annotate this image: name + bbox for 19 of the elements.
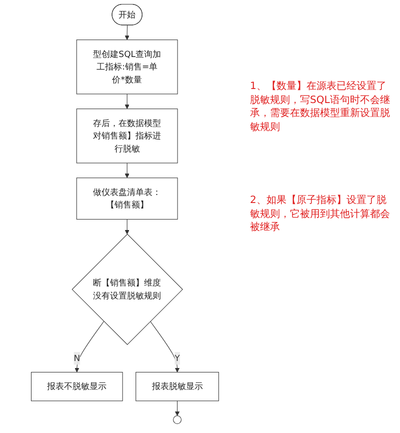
edge-label: N xyxy=(74,353,80,364)
note-text: 1、【数量】在源表已经设置了脱敏规则，写SQL语句时不会继承，需要在数据模型重新设置脱敏规则 xyxy=(250,80,391,134)
node-circle xyxy=(173,416,182,424)
node-box xyxy=(76,178,178,220)
arrow xyxy=(150,321,180,372)
note-text: 2、如果【原子指标】设置了脱敏规则，它被用到其他计算都会被继承 xyxy=(250,194,391,234)
node-diamond xyxy=(72,234,183,345)
edge-label: Y xyxy=(174,353,180,364)
node-box xyxy=(136,372,219,402)
arrow xyxy=(74,321,104,372)
arrow xyxy=(124,94,130,110)
flowchart: N Y 开始 型创建SQL查询加工指标:销售=单价*数量 存后，在数据模型对销售额】指标进行脱敏 做仪表盘清单表：【销售额】 断【销售额】维度没有设置脱敏规则 报表不脱敏显示 报表脱敏显示 xyxy=(27,0,223,428)
node-box xyxy=(76,40,178,94)
node-box xyxy=(76,108,178,164)
node-box xyxy=(31,372,123,402)
arrow xyxy=(124,219,130,234)
arrow xyxy=(124,24,130,40)
arrow xyxy=(174,400,180,416)
arrow xyxy=(124,162,130,178)
